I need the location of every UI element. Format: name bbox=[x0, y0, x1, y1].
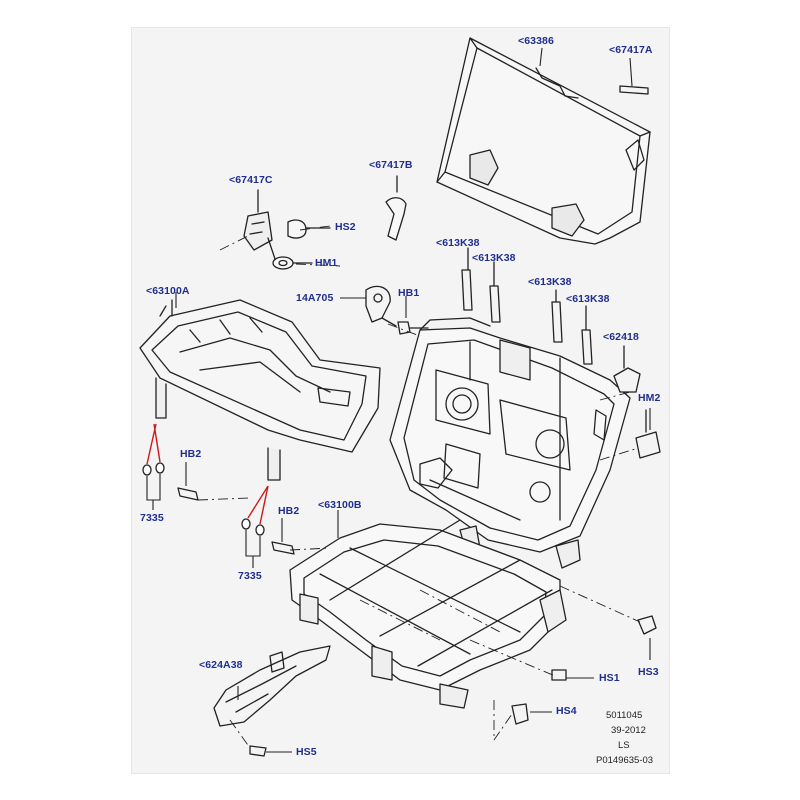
callout-hs5: HS5 bbox=[296, 746, 317, 758]
illustration-id: P0149635-03 bbox=[596, 755, 654, 766]
doc-number: 5011045 bbox=[606, 710, 643, 721]
callout-hb2-mid: HB2 bbox=[278, 505, 300, 517]
callout-hs2: HS2 bbox=[335, 221, 356, 233]
callout-14a705: 14A705 bbox=[296, 292, 334, 304]
headrest-guides bbox=[461, 247, 593, 365]
seat-back-panel bbox=[436, 37, 651, 245]
seat-cushion-frame bbox=[139, 299, 381, 481]
seat-back-frame bbox=[389, 317, 631, 553]
callout-7335-left: 7335 bbox=[140, 512, 164, 524]
callout-613k38-1: <613K38 bbox=[436, 237, 480, 249]
callout-67417b: <67417B bbox=[369, 159, 413, 171]
fasteners bbox=[142, 462, 657, 757]
hinge-cover bbox=[613, 345, 661, 459]
callout-67417a: <67417A bbox=[609, 44, 653, 56]
callout-hm2: HM2 bbox=[638, 392, 661, 404]
doc-variant: LS bbox=[618, 740, 630, 751]
side-bracket bbox=[213, 645, 331, 727]
callout-hb1: HB1 bbox=[398, 287, 420, 299]
assembly-lines bbox=[197, 225, 641, 749]
callout-67417c: <67417C bbox=[229, 174, 273, 186]
callout-63386: <63386 bbox=[518, 35, 554, 47]
callout-63100a: <63100A bbox=[146, 285, 190, 297]
callout-62418: <62418 bbox=[603, 331, 639, 343]
strap-clip bbox=[385, 175, 407, 241]
callout-613k38-2: <613K38 bbox=[472, 252, 516, 264]
bracket-leaders bbox=[146, 47, 651, 753]
callout-hs4: HS4 bbox=[556, 705, 577, 717]
callout-613k38-4: <613K38 bbox=[566, 293, 610, 305]
callout-63100b: <63100B bbox=[318, 499, 362, 511]
callout-613k38-3: <613K38 bbox=[528, 276, 572, 288]
red-leaders bbox=[146, 423, 269, 525]
callout-hb2-left: HB2 bbox=[180, 448, 202, 460]
seat-lower-frame bbox=[289, 519, 581, 709]
callout-hs1: HS1 bbox=[599, 672, 620, 684]
callout-hs3: HS3 bbox=[638, 666, 659, 678]
callout-7335-mid: 7335 bbox=[238, 570, 262, 582]
callout-hm1: HM1 bbox=[315, 257, 338, 269]
seat-clip-bracket bbox=[243, 189, 331, 270]
doc-date: 39-2012 bbox=[611, 725, 646, 736]
callout-624a38: <624A38 bbox=[199, 659, 243, 671]
